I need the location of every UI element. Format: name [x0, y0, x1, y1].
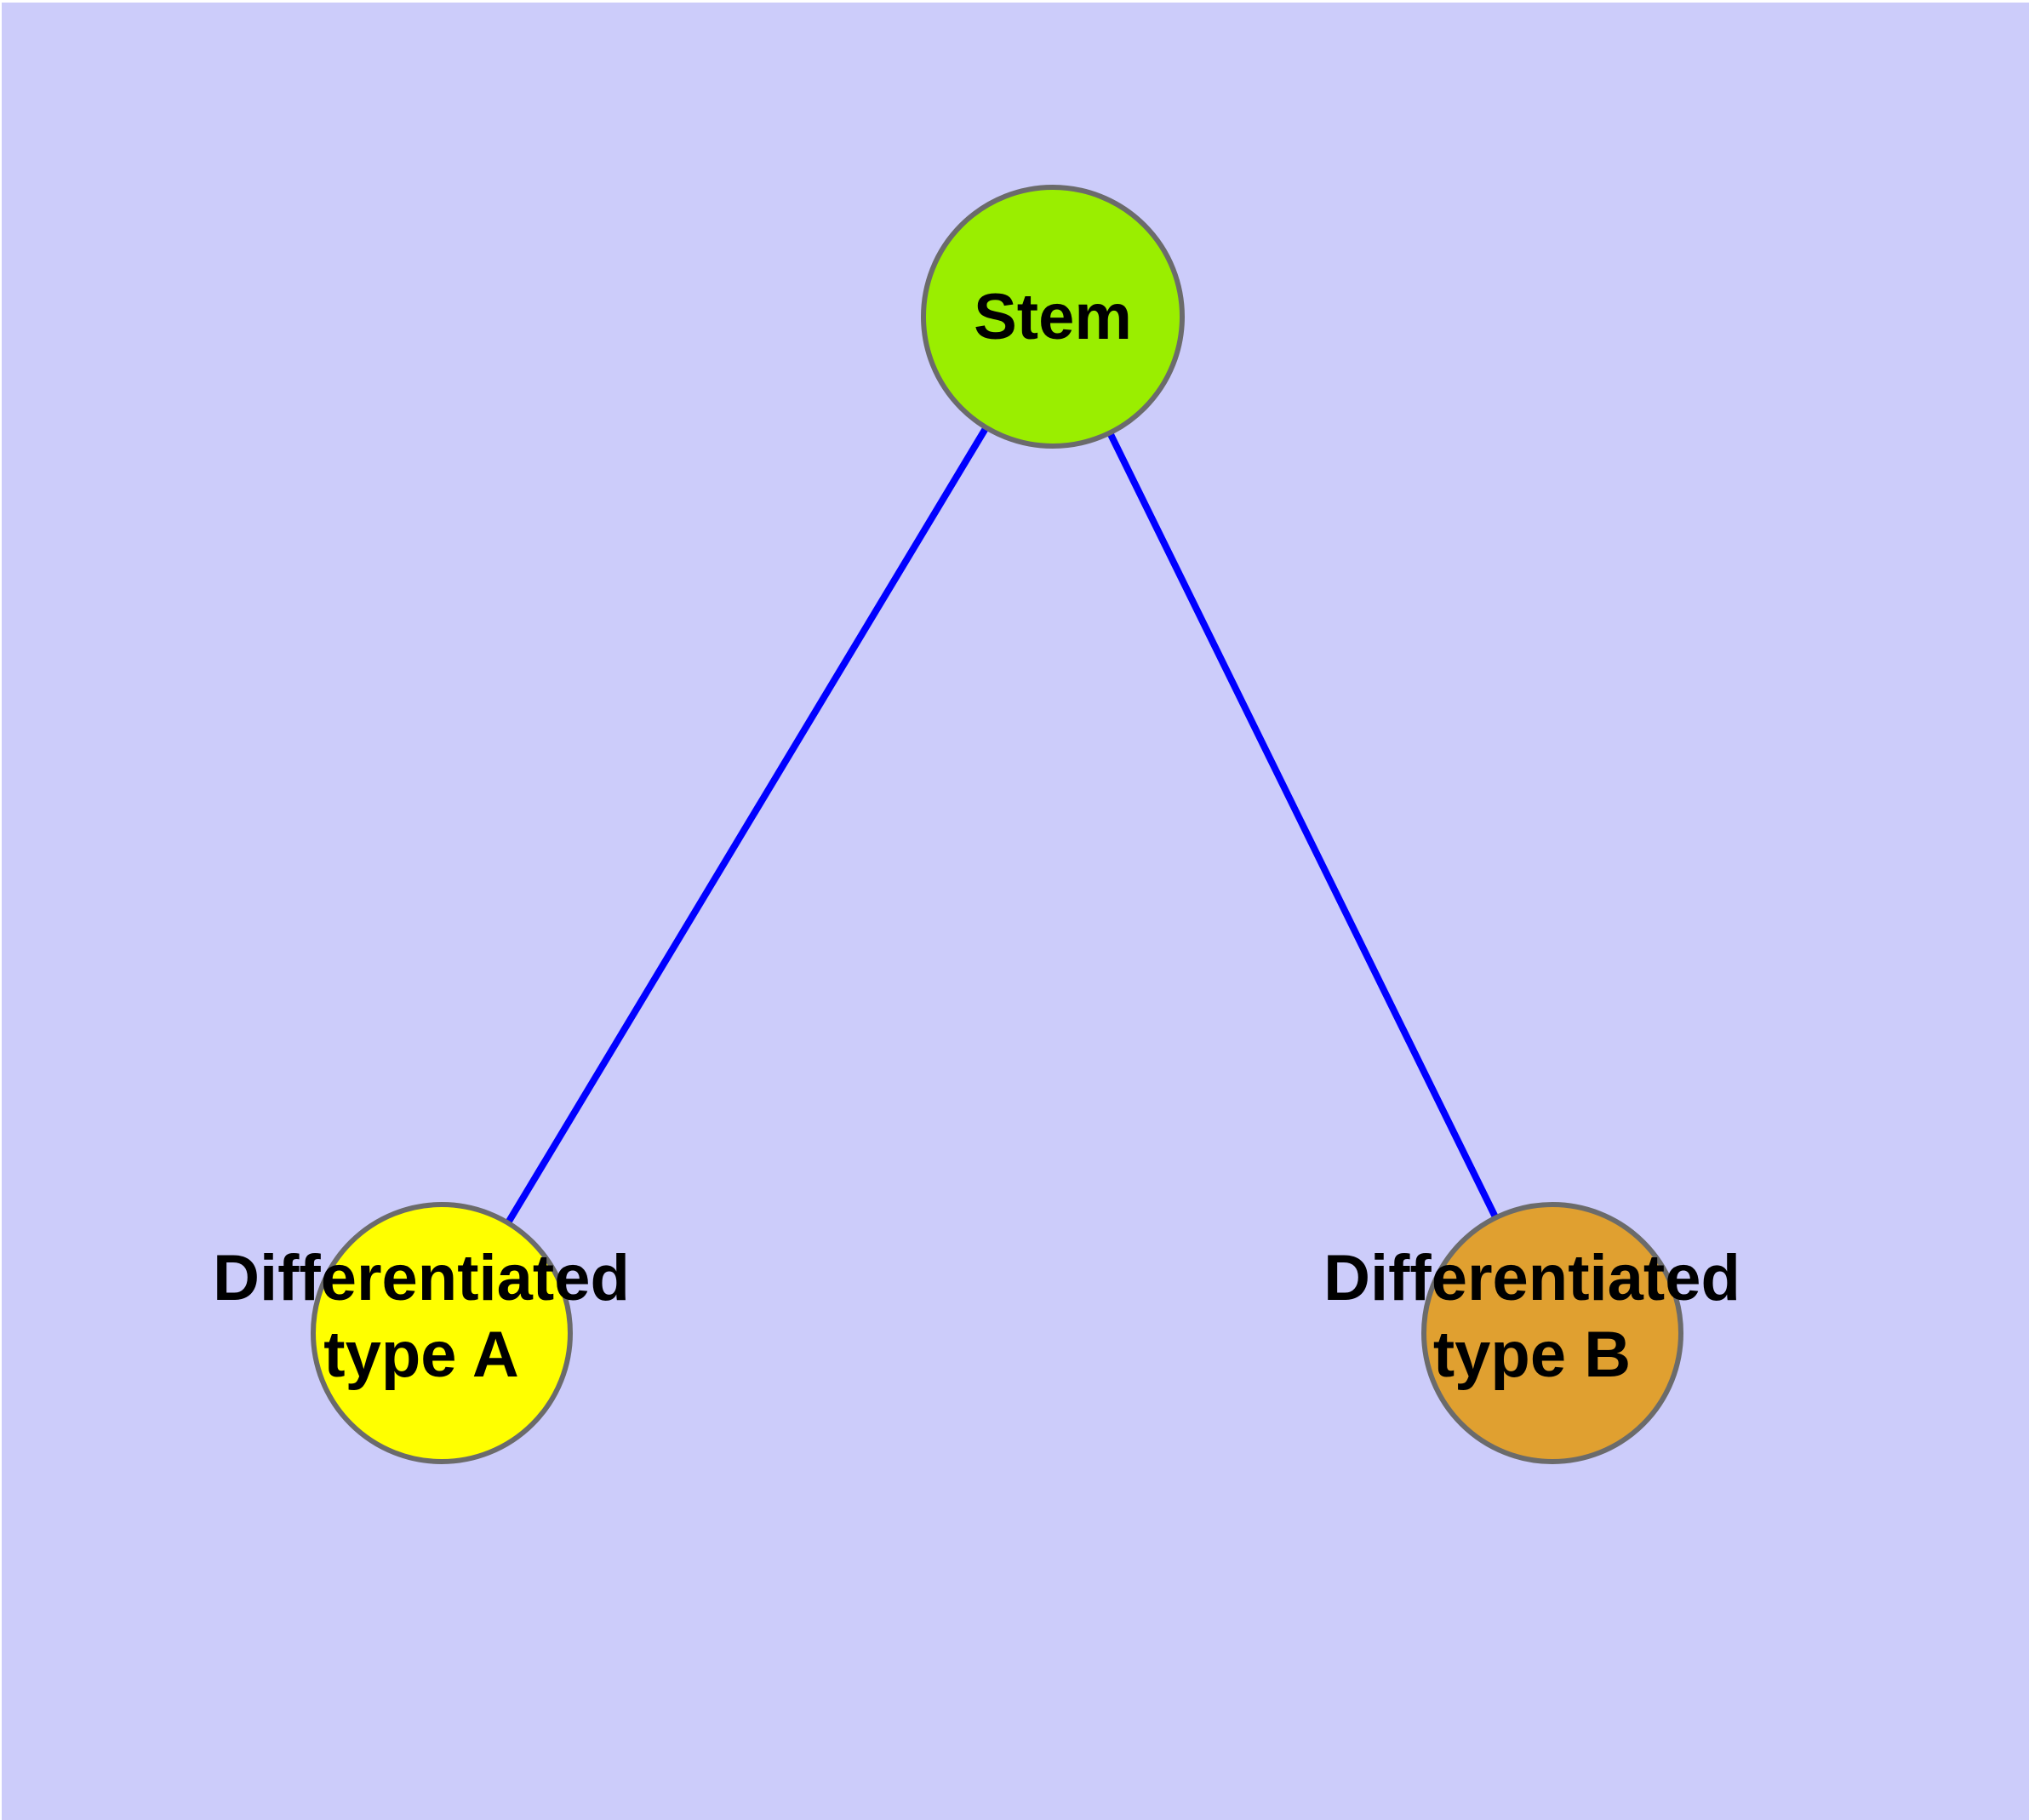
node-label-stem: Stem [974, 281, 1132, 353]
node-label-differentiated-type-a-line1: Differentiated [213, 1242, 630, 1314]
label-group: Stem Differentiated type A Differentiate… [213, 281, 1740, 1391]
node-label-differentiated-type-b-line2: type B [1433, 1319, 1631, 1391]
node-differentiated-type-a[interactable] [311, 1202, 573, 1464]
node-label-differentiated-type-a-line2: type A [323, 1319, 518, 1391]
node-differentiated-type-b[interactable] [1421, 1202, 1683, 1464]
edge-stem-to-differentiated-type-b[interactable] [1098, 414, 1507, 1236]
edge-stem-to-differentiated-type-a[interactable] [495, 409, 999, 1241]
node-circle-stem[interactable] [921, 185, 1185, 449]
node-stem[interactable] [921, 185, 1185, 449]
node-label-differentiated-type-b-line1: Differentiated [1323, 1242, 1740, 1314]
node-circle-differentiated-type-a[interactable] [311, 1202, 573, 1464]
node-circle-differentiated-type-b[interactable] [1421, 1202, 1683, 1464]
edge-group [495, 409, 1507, 1241]
